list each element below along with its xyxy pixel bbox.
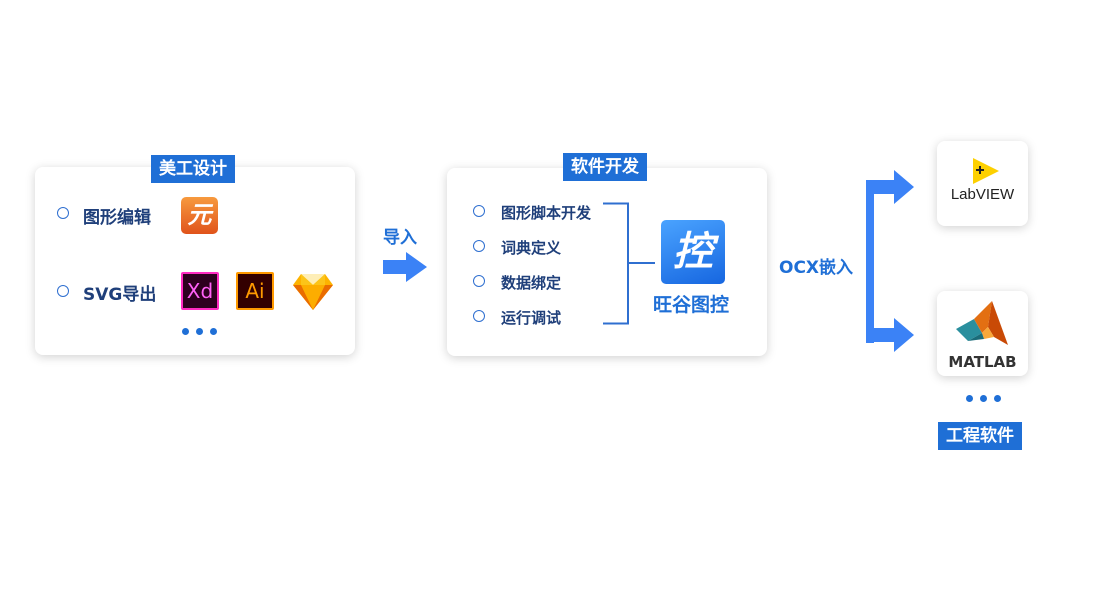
radio-svg-export[interactable] [57, 285, 69, 297]
radio-data-binding[interactable] [473, 275, 485, 287]
matlab-label: MATLAB [948, 353, 1017, 371]
sketch-icon [293, 274, 333, 310]
ocx-branch-arrows [866, 170, 914, 352]
labview-play-icon [973, 158, 999, 184]
design-more-dots [182, 328, 217, 335]
ai-icon-glyph: Ai [245, 279, 265, 303]
engineering-software-tag: 工程软件 [938, 422, 1022, 450]
import-label: 导入 [383, 228, 417, 248]
dev-item-data-binding: 数据绑定 [501, 274, 562, 292]
yuan-icon-glyph: 元 [187, 201, 212, 229]
radio-debug[interactable] [473, 310, 485, 322]
product-name: 旺谷图控 [653, 294, 730, 316]
radio-graphic-edit[interactable] [57, 207, 69, 219]
design-item-graphic-edit: 图形编辑 [83, 208, 151, 228]
ocx-label: OCX嵌入 [779, 258, 854, 278]
adobe-illustrator-icon: Ai [236, 272, 274, 310]
dev-item-script: 图形脚本开发 [501, 204, 592, 222]
logo-glyph: 控 [673, 229, 713, 275]
import-arrow-icon [383, 252, 427, 282]
yuan-app-icon: 元 [181, 197, 218, 234]
targets-more-dots [966, 395, 1001, 402]
design-item-svg-export: SVG导出 [83, 285, 157, 305]
radio-dictionary[interactable] [473, 240, 485, 252]
matlab-membrane-icon [956, 301, 1008, 345]
dev-bracket [603, 202, 655, 325]
labview-label: LabVIEW [950, 186, 1015, 203]
adobe-xd-icon: Xd [181, 272, 219, 310]
radio-script-dev[interactable] [473, 205, 485, 217]
dev-tag: 软件开发 [563, 153, 647, 181]
labview-card[interactable] [937, 141, 1028, 226]
wanggu-logo-icon: 控 [661, 220, 725, 284]
dev-item-dictionary: 词典定义 [501, 239, 562, 257]
xd-icon-glyph: Xd [186, 279, 214, 303]
design-tag: 美工设计 [151, 155, 235, 183]
dev-item-debug: 运行调试 [501, 309, 562, 327]
design-card [35, 167, 355, 355]
